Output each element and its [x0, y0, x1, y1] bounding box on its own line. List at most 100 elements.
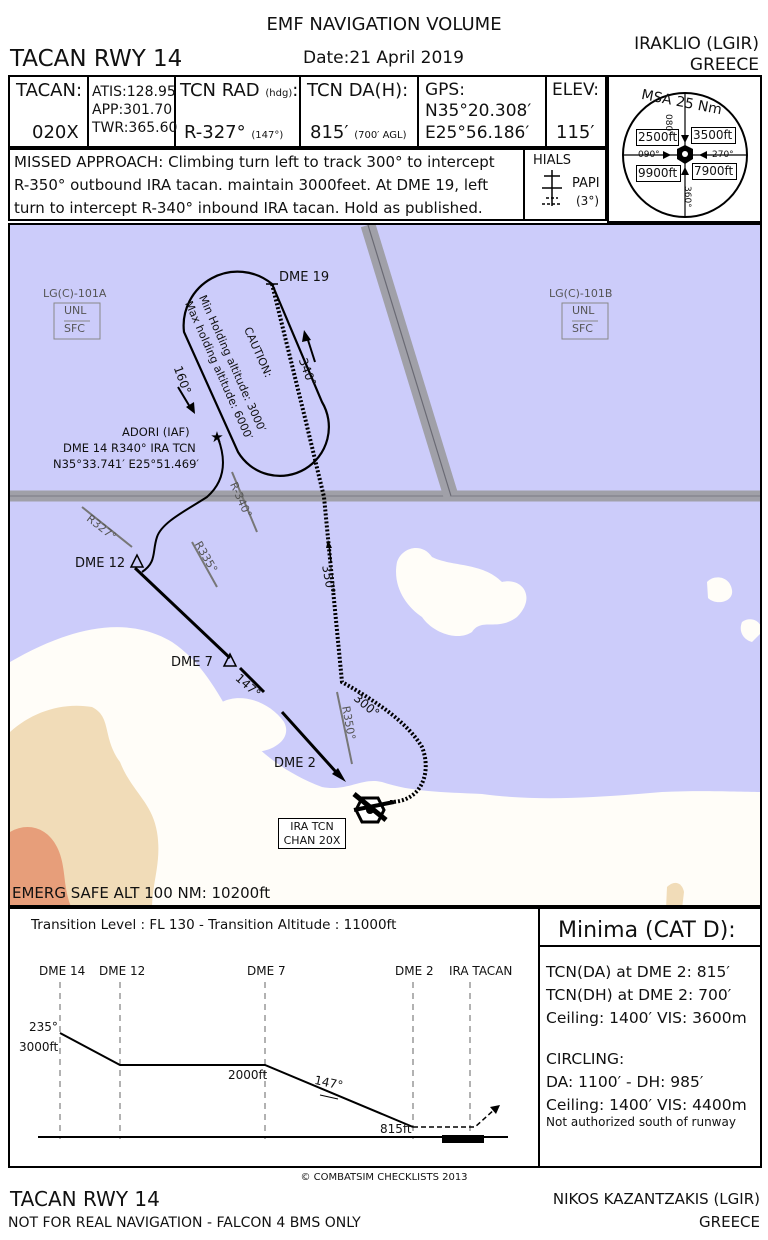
- date-label: Date:: [303, 48, 350, 68]
- app-frequency: APP:301.70: [92, 102, 173, 118]
- final-approach-track: [238, 666, 266, 694]
- circling-restriction: Not authorized south of runway: [546, 1115, 736, 1129]
- chart-date: Date:21 April 2019: [303, 48, 464, 68]
- final-approach-track: [280, 710, 338, 774]
- msa-sector-ne-value: 3500ft: [693, 128, 733, 142]
- radial-r327: [81, 506, 133, 548]
- footer-airport: NIKOS KAZANTZAKIS (LGIR): [552, 1190, 760, 1208]
- profile-altitude-3000: 3000ft: [19, 1040, 59, 1054]
- airway-centerline: [367, 225, 452, 497]
- volume-title: EMF NAVIGATION VOLUME: [266, 14, 502, 35]
- minima-divider: [538, 945, 762, 947]
- copyright: © COMBATSIM CHECKLISTS 2013: [300, 1172, 468, 1183]
- tcn-da-label: TCN DA(H):: [307, 80, 409, 101]
- island-dia: [396, 547, 527, 637]
- tacan-id-name: IRA TCN: [290, 820, 334, 833]
- adori-definition: DME 14 R340° IRA TCN: [63, 441, 196, 455]
- msa-sector-sw-value: 9900ft: [638, 166, 678, 180]
- circling-ceiling: Ceiling: 1400′ VIS: 4400m: [546, 1096, 747, 1114]
- hials-label: HIALS: [533, 153, 571, 168]
- radial-r335: [191, 541, 218, 588]
- info-divider: [417, 75, 419, 148]
- airspace-101a-label: LG(C)-101A: [43, 287, 107, 300]
- tcn-radial-colon: :: [292, 80, 299, 101]
- profile-altitude-235: 235°: [29, 1020, 58, 1034]
- tcn-da-number: 815′: [310, 122, 349, 143]
- missed-approach-line: MISSED APPROACH: Climbing turn left to t…: [14, 153, 495, 171]
- runway-08: [353, 800, 395, 812]
- terrain-peak: [10, 827, 71, 905]
- holding-pattern: [182, 270, 330, 477]
- footer-disclaimer: NOT FOR REAL NAVIGATION - FALCON 4 BMS O…: [8, 1215, 361, 1231]
- minima-tcn-dh: TCN(DH) at DME 2: 700′: [546, 986, 732, 1004]
- msa-bearing-360: 360°: [682, 186, 692, 208]
- msa-sector-se-value: 7900ft: [694, 164, 734, 178]
- tacan-channel: 020X: [32, 122, 79, 143]
- profile-altitude-2000: 2000ft: [228, 1068, 268, 1082]
- radial-r340: [231, 471, 258, 533]
- profile-dme7: DME 7: [247, 964, 286, 978]
- dme19-label: DME 19: [279, 270, 330, 285]
- tacan-label: TACAN:: [16, 80, 83, 101]
- msa-sector-nw: [636, 129, 679, 146]
- track-arrow-head: [302, 330, 311, 342]
- atis-frequency: ATIS:128.95: [92, 84, 176, 100]
- elevation-label: ELEV:: [552, 80, 599, 100]
- info-divider: [174, 75, 176, 148]
- gps-latitude: N35°20.308′: [425, 101, 532, 121]
- tcn-radial-value: R-327° (147°): [184, 122, 283, 143]
- dme7-label: DME 7: [171, 655, 213, 670]
- info-divider: [299, 75, 301, 148]
- lighting-panel: [523, 148, 607, 221]
- papi-label: PAPI: [572, 176, 600, 191]
- gps-label: GPS:: [425, 80, 465, 100]
- gps-longitude: E25°56.186′: [425, 123, 530, 143]
- approach-transition: [141, 437, 224, 573]
- info-divider: [545, 75, 547, 148]
- profile-ira-tacan: IRA TACAN: [449, 964, 513, 978]
- dme2-label: DME 2: [274, 756, 316, 771]
- tcn-radial-label: TCN RAD (hdg):: [180, 80, 298, 101]
- profile-dme2: DME 2: [395, 964, 434, 978]
- chart-title: TACAN RWY 14: [10, 46, 183, 72]
- tcn-radial-text: TCN RAD: [180, 80, 260, 101]
- msa-sector-nw-value: 2500ft: [638, 130, 678, 144]
- tacan-id-box: [278, 818, 346, 849]
- plan-view-map: ★: [8, 223, 762, 907]
- dme12-fix: [129, 553, 145, 568]
- transition-level: Transition Level : FL 130 - Transition A…: [31, 917, 397, 933]
- island: [707, 577, 733, 603]
- airspace-101b-upper: UNL: [572, 304, 595, 317]
- msa-sector-ne: [691, 127, 736, 144]
- msa-bearing-090: 090°: [638, 150, 660, 160]
- msa-panel: [607, 75, 762, 223]
- minima-tcn-da: TCN(DA) at DME 2: 815′: [546, 963, 730, 981]
- descent-arrow: [319, 1094, 339, 1100]
- missed-approach-track: [270, 283, 428, 804]
- airspace-101b-box: [561, 302, 609, 340]
- elevation-value: 115′: [556, 122, 595, 143]
- missed-approach-line: turn to intercept R-340° inbound IRA tac…: [14, 199, 483, 217]
- tcn-radial-heading: (147°): [251, 130, 284, 141]
- adori-star: ★: [210, 428, 223, 446]
- airspace-101a-lower: SFC: [64, 322, 85, 335]
- msa-bearing-080: 080°: [663, 114, 673, 136]
- dme7-fix: [222, 652, 238, 667]
- profile-dme14: DME 14: [39, 964, 86, 978]
- final-approach-track: [133, 566, 232, 660]
- minima-panel: [538, 907, 762, 1168]
- minima-ceiling: Ceiling: 1400′ VIS: 3600m: [546, 1009, 747, 1027]
- dme12-label: DME 12: [75, 556, 126, 571]
- profile-dme12: DME 12: [99, 964, 146, 978]
- airspace-101b-lower: SFC: [572, 322, 593, 335]
- info-panel: [8, 75, 607, 148]
- papi-angle: (3°): [576, 194, 599, 208]
- profile-view: [38, 982, 508, 1143]
- tacan-id-channel: CHAN 20X: [283, 834, 341, 847]
- missed-approach-line: R-350° outbound IRA tacan. maintain 3000…: [14, 176, 489, 194]
- emergency-safe-altitude: EMERG SAFE ALT 100 NM: 10200ft: [12, 884, 271, 902]
- date-value: 21 April 2019: [349, 48, 464, 68]
- footer-title: TACAN RWY 14: [10, 1187, 160, 1211]
- msa-bearing-270: 270°: [712, 150, 734, 160]
- missed-arrow: [490, 1105, 500, 1114]
